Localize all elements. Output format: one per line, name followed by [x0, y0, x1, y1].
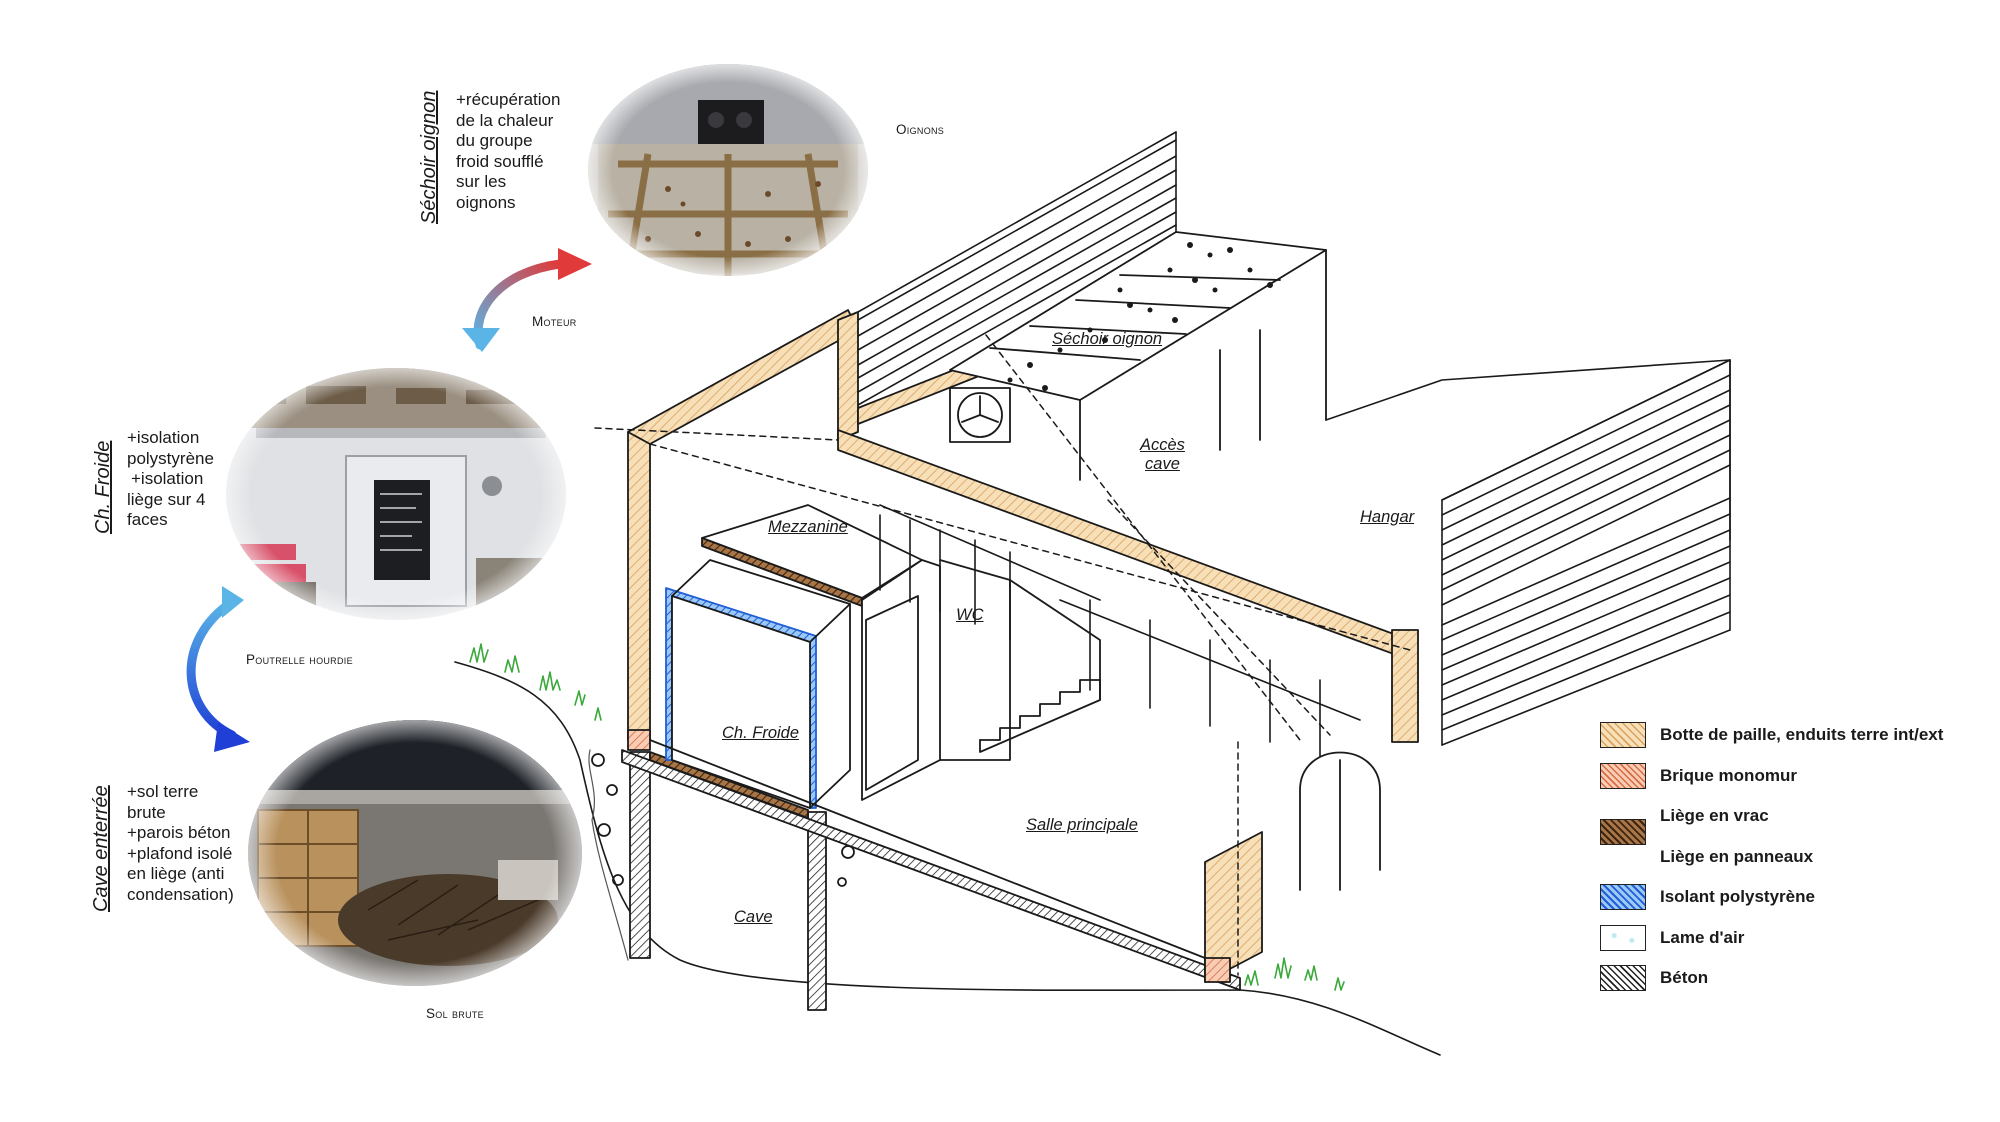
staircase	[979, 679, 1101, 741]
caption-oignons: Oignons	[896, 122, 945, 137]
arrow-top	[462, 248, 592, 352]
room-acces-cave: Accès cave	[1140, 436, 1185, 473]
straw-wall-front	[1204, 831, 1263, 983]
legend-swatch-cork	[1600, 819, 1646, 845]
legend-label: Béton	[1660, 968, 1709, 987]
legend-item-poly: Isolant polystyrène	[1600, 884, 2000, 914]
room-mezzanine: Mezzanine	[768, 518, 848, 536]
room-wc: WC	[956, 606, 984, 624]
brick-left	[627, 729, 651, 751]
photo-chambre-froide	[226, 368, 566, 620]
legend-swatch-air	[1600, 925, 1646, 951]
straw-wall-left	[627, 431, 651, 741]
section-title-cave: Cave enterrée	[90, 785, 112, 912]
notes-sechoir: +récupération de la chaleur du groupe fr…	[456, 90, 561, 212]
grass-right	[1244, 957, 1345, 991]
photo-cave	[248, 720, 582, 986]
fan-icon	[949, 387, 1011, 443]
cave-floor-slab	[621, 749, 1241, 991]
legend-item-brick: Brique monomur	[1600, 763, 2000, 793]
legend-label: Lame d'air	[1660, 928, 1745, 947]
dashed-lines	[594, 334, 1411, 976]
legend-item-cork-panels: Liège en panneaux	[1600, 844, 2000, 874]
legend-item-cork-loose: Liège en vrac	[1600, 803, 2000, 845]
legend-swatch-brick	[1600, 763, 1646, 789]
legend-label: Botte de paille, enduits terre int/ext	[1660, 725, 1944, 744]
caption-poutrelle: Poutrelle hourdie	[246, 652, 353, 667]
notes-cave: +sol terre brute +parois béton +plafond …	[127, 782, 234, 904]
railing	[879, 504, 1361, 757]
legend-label: Brique monomur	[1660, 766, 1797, 785]
section-title-sechoir: Séchoir oignon	[418, 90, 440, 224]
legend-swatch-concrete	[1600, 965, 1646, 991]
straw-wall-mid	[837, 311, 859, 441]
legend-item-straw: Botte de paille, enduits terre int/ext	[1600, 722, 2000, 752]
brick-front	[1204, 957, 1231, 983]
section-title-chambre-froide: Ch. Froide	[92, 440, 114, 534]
straw-top-left	[627, 309, 859, 445]
rubble-soil	[588, 749, 629, 961]
grass-left	[469, 643, 602, 721]
room-sechoir-oignon: Séchoir oignon	[1052, 330, 1163, 348]
arrow-bottom	[186, 586, 250, 752]
hangar-cladding	[1325, 359, 1731, 746]
legend-item-air: Lame d'air	[1600, 925, 2000, 955]
cave-wall-mid	[807, 811, 827, 1011]
legend-label: Liège en panneaux	[1660, 847, 1814, 866]
cave-wall-left	[629, 751, 651, 959]
onions	[1007, 242, 1273, 391]
terrain-line	[454, 661, 1441, 1056]
drying-rack	[949, 231, 1327, 401]
caption-sol-brute: Sol brute	[426, 1006, 484, 1021]
photo-sechoir	[588, 64, 868, 276]
room-hangar: Hangar	[1360, 508, 1415, 526]
room-salle-principale: Salle principale	[1026, 816, 1138, 834]
wc-block	[861, 559, 941, 801]
legend-swatch-poly	[1600, 884, 1646, 910]
back-cladding	[857, 131, 1177, 406]
legend-item-concrete: Béton	[1600, 965, 2000, 995]
notes-chambre-froide: +isolation polystyrène +isolation liège …	[127, 428, 214, 529]
straw-wall-right	[1391, 629, 1419, 743]
room-cave: Cave	[734, 908, 773, 926]
cave-cork-ceiling	[649, 751, 809, 819]
legend-label: Isolant polystyrène	[1660, 887, 1815, 906]
legend-label: Liège en vrac	[1660, 806, 1769, 825]
room-ch-froide: Ch. Froide	[722, 724, 800, 742]
caption-moteur: Moteur	[532, 314, 577, 329]
legend-swatch-straw	[1600, 722, 1646, 748]
